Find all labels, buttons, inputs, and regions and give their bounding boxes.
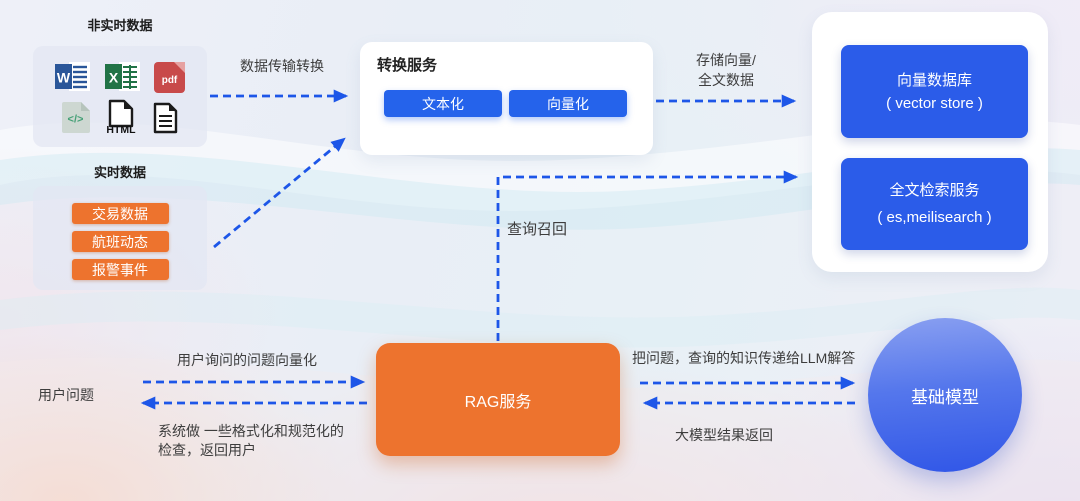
word-file-icon: W	[55, 62, 90, 91]
base-model-label: 基础模型	[911, 387, 979, 407]
document-file-icon	[153, 102, 178, 133]
vector-store-subtitle: ( vector store )	[886, 94, 983, 112]
edge-label-query-recall: 查询召回	[507, 221, 568, 238]
fulltext-search-name: 全文检索服务	[889, 182, 980, 199]
vectorize-button: 向量化	[509, 90, 627, 117]
edge-label-format-check-line2: 检查，返回用户	[158, 442, 256, 458]
edge-label-format-check-line1: 系统做 一些格式化和规范化的	[158, 423, 344, 439]
excel-letter: X	[109, 70, 119, 86]
edge-label-store-vectors: 存储向量/ 全文数据	[656, 50, 796, 90]
vector-store-box: 向量数据库 ( vector store )	[841, 45, 1028, 138]
rag-service-label: RAG服务	[464, 393, 532, 411]
pdf-file-icon: pdf	[154, 61, 185, 93]
non-realtime-panel: W X pdf	[33, 46, 207, 147]
edge-label-user-vectorize: 用户询问的问题向量化	[177, 352, 317, 368]
transform-service-title: 转换服务	[377, 57, 438, 74]
realtime-item-trade: 交易数据	[71, 203, 169, 224]
base-model-node: 基础模型	[868, 318, 1022, 472]
transform-service-card: 转换服务 文本化 向量化	[360, 42, 653, 155]
fulltext-search-box: 全文检索服务 ( es,meilisearch )	[841, 158, 1028, 250]
fulltext-search-subtitle: ( es,meilisearch )	[877, 209, 992, 226]
edge-label-llm-return: 大模型结果返回	[675, 427, 773, 443]
excel-file-icon: X	[105, 62, 140, 91]
realtime-item-flight: 航班动态	[71, 231, 169, 252]
pdf-label: pdf	[162, 75, 178, 86]
word-letter: W	[57, 70, 71, 86]
rag-service-node: RAG服务	[376, 343, 620, 456]
code-file-icon: </>	[62, 102, 90, 133]
edge-label-store-line2: 全文数据	[698, 72, 754, 88]
html-label: HTML	[106, 124, 136, 136]
realtime-item-alarm: 报警事件	[71, 259, 169, 280]
edge-label-user-question: 用户问题	[38, 387, 94, 403]
code-label: </>	[68, 114, 84, 126]
edge-label-data-transfer: 数据传输转换	[240, 58, 324, 74]
edge-label-to-llm: 把问题，查询的知识传递给LLM解答	[632, 350, 856, 366]
realtime-panel: 交易数据 航班动态 报警事件	[33, 186, 207, 290]
textualize-button: 文本化	[384, 90, 502, 117]
vector-store-name: 向量数据库	[896, 71, 972, 89]
html-file-icon: HTML	[106, 99, 136, 136]
edge-label-store-line1: 存储向量/	[696, 52, 756, 68]
realtime-title: 实时数据	[93, 165, 146, 180]
non-realtime-title: 非实时数据	[87, 18, 153, 33]
